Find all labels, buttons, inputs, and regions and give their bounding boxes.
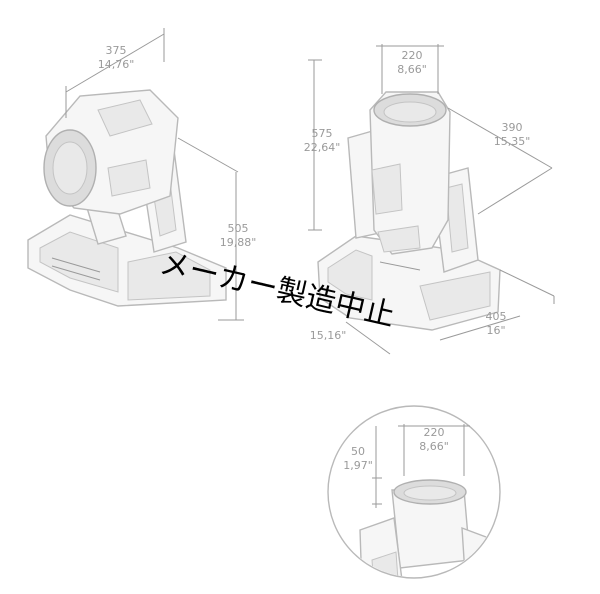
center-dimension-lines	[308, 44, 555, 355]
center-right-mm-label: 390	[502, 121, 523, 134]
left-right-mm-label: 505	[228, 222, 249, 235]
right-bottom-in-label: 16"	[486, 324, 505, 337]
detail-height-in-label: 1,97"	[343, 459, 373, 472]
left-top-in-label: 14,76"	[98, 58, 135, 71]
center-left-in-label: 22,64"	[304, 141, 341, 154]
detail-width-mm-label: 220	[424, 426, 445, 439]
left-fixture-drawing	[27, 89, 227, 307]
detail-width-in-label: 8,66"	[419, 440, 449, 453]
detail-height-mm-label: 50	[351, 445, 365, 458]
left-right-in-label: 19,88"	[220, 236, 257, 249]
center-top-in-label: 8,66"	[397, 63, 427, 76]
center-fixture-drawing	[317, 91, 501, 331]
left-top-mm-label: 375	[106, 44, 127, 57]
center-bottom-in-label: 15,16"	[310, 329, 347, 342]
center-top-mm-label: 220	[402, 49, 423, 62]
right-bottom-mm-label: 405	[486, 310, 507, 323]
left-dimension-lines	[65, 28, 244, 321]
detail-circle-view	[327, 405, 501, 579]
center-right-in-label: 15,35"	[494, 135, 531, 148]
center-left-mm-label: 575	[312, 127, 333, 140]
